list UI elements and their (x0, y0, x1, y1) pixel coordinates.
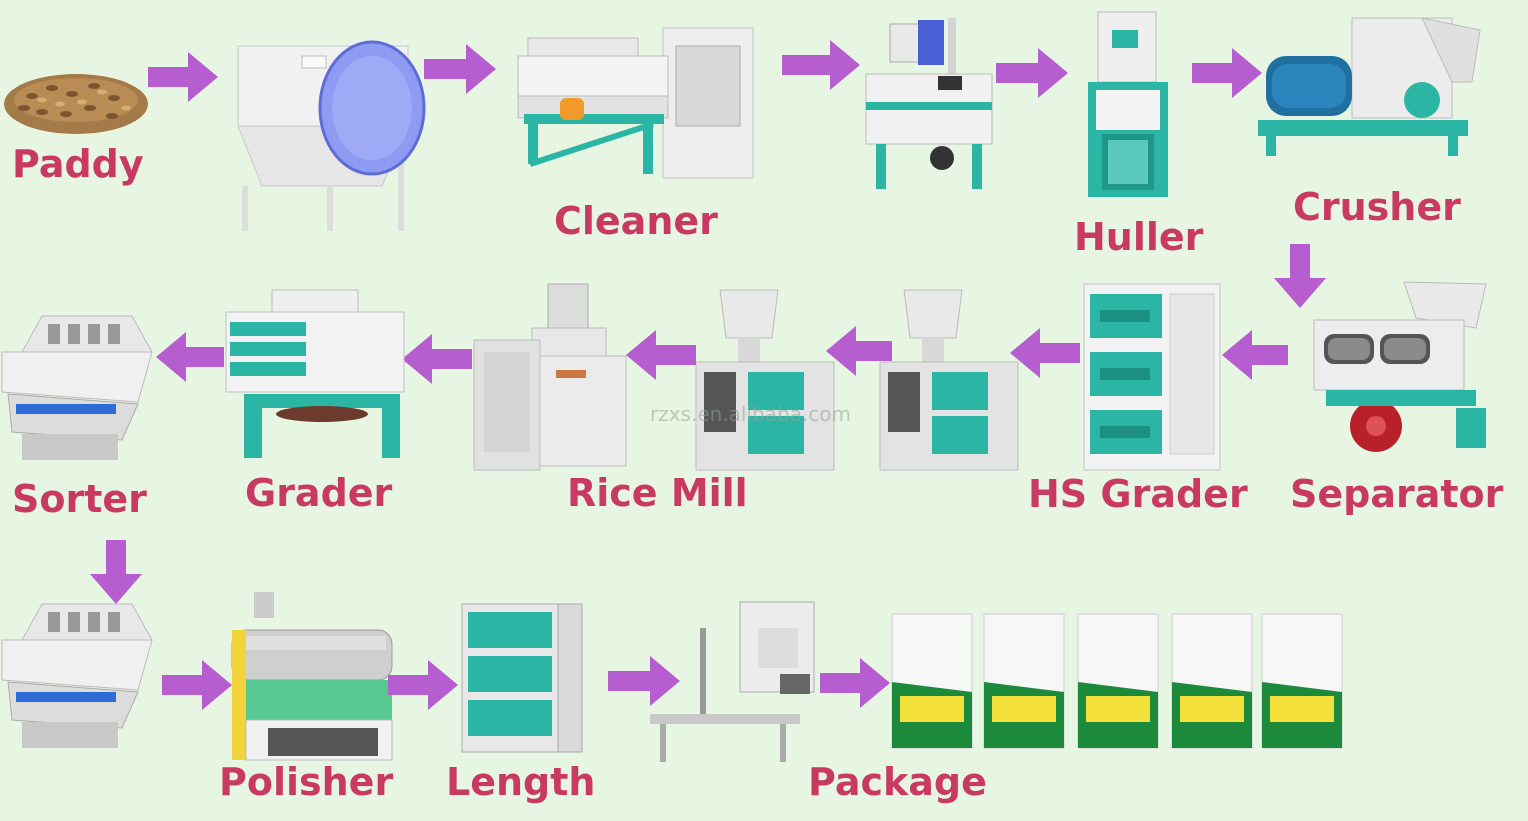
arrow-right-icon (388, 660, 458, 710)
arrow-right-icon (148, 52, 218, 102)
color-sorter-second-image (1, 603, 153, 748)
label-rice-mill: Rice Mill (567, 471, 748, 515)
separator-image (1313, 281, 1487, 452)
crusher-image (1258, 17, 1481, 156)
arrow-right-icon (820, 658, 890, 708)
label-huller: Huller (1074, 215, 1204, 259)
drum-cleaner-image (237, 40, 426, 231)
color-sorter-image (1, 315, 153, 460)
arrow-right-icon (608, 656, 680, 706)
label-polisher: Polisher (219, 760, 394, 804)
rice-bags-image (891, 613, 1343, 749)
arrow-left-icon (1222, 330, 1288, 380)
arrow-left-icon (156, 332, 224, 382)
plansifter-grader-image (225, 289, 405, 458)
destoner-image (865, 18, 993, 189)
arrow-right-icon (996, 48, 1068, 98)
label-hs-grader: HS Grader (1028, 472, 1248, 516)
label-package: Package (808, 760, 987, 804)
huller-image (1088, 11, 1168, 197)
arrow-left-icon (826, 326, 892, 376)
arrow-down-icon (90, 540, 142, 604)
label-sorter: Sorter (12, 477, 147, 521)
rice-mill-right-image (879, 289, 1019, 471)
arrow-right-icon (782, 40, 860, 90)
arrow-left-icon (1010, 328, 1080, 378)
rice-mill-left-image (695, 289, 835, 471)
label-grader: Grader (245, 471, 393, 515)
paddy-image (4, 74, 148, 134)
hs-grader-image (1083, 283, 1221, 471)
label-paddy: Paddy (12, 142, 144, 186)
packaging-machine-image (650, 601, 815, 762)
length-grader-image (461, 603, 583, 753)
rice-whitener-image (473, 283, 627, 471)
arrow-right-icon (1192, 48, 1262, 98)
arrow-right-icon (162, 660, 232, 710)
label-length: Length (446, 760, 596, 804)
rice-bag (891, 613, 973, 749)
arrow-left-icon (402, 334, 472, 384)
label-crusher: Crusher (1293, 185, 1461, 229)
arrow-down-icon (1274, 244, 1326, 308)
label-cleaner: Cleaner (554, 199, 718, 243)
label-separator: Separator (1290, 472, 1504, 516)
arrow-left-icon (626, 330, 696, 380)
vibration-cleaner-image (517, 27, 754, 179)
polisher-image (231, 592, 393, 761)
arrow-right-icon (424, 44, 496, 94)
watermark: rzxs.en.alibaba.com (650, 402, 852, 426)
